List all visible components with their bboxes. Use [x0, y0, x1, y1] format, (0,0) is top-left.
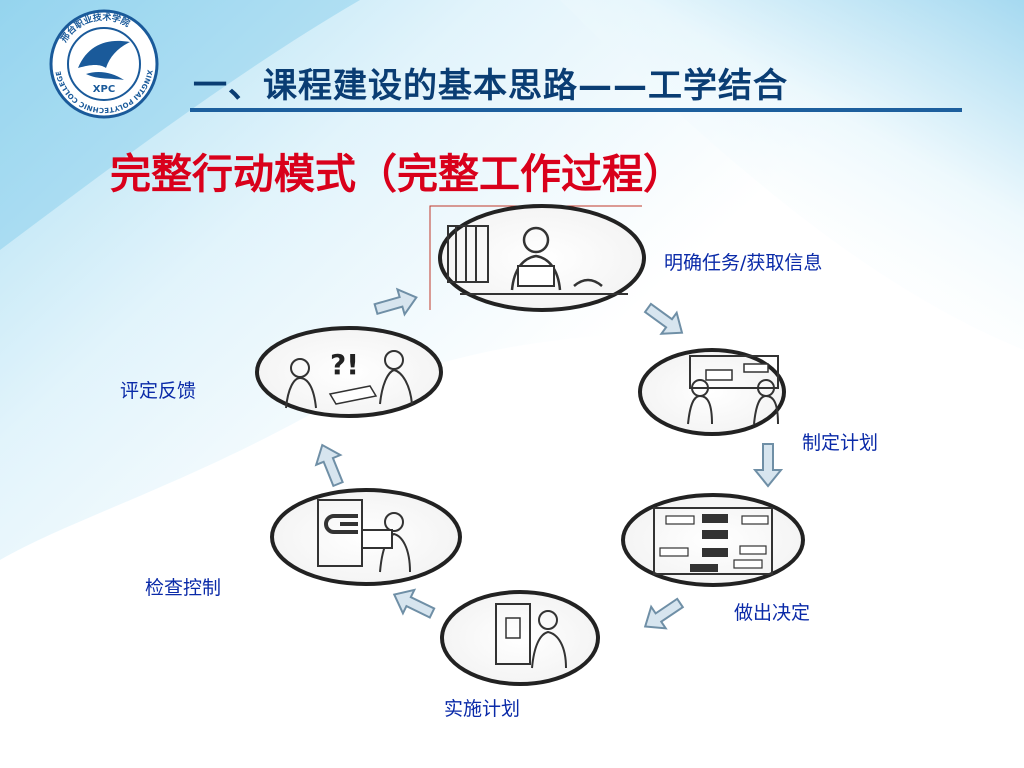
page-subtitle: 完整行动模式（完整工作过程）: [110, 150, 684, 198]
step-label-evaluate: 评定反馈: [120, 380, 197, 402]
step-illustration-check: [270, 488, 462, 586]
step-illustration-evaluate: ?!: [255, 326, 443, 418]
logo-monogram: XPC: [93, 84, 115, 95]
arrow-evaluate-to-inform: [373, 287, 418, 317]
step-illustration-decide: [621, 493, 805, 587]
step-label-check: 检查控制: [145, 577, 222, 599]
arrow-implement-to-check: [392, 588, 436, 619]
svg-text:?!: ?!: [330, 348, 359, 381]
step-label-implement: 实施计划: [444, 698, 521, 720]
page-title: 一、课程建设的基本思路——工学结合: [193, 66, 788, 106]
step-label-plan: 制定计划: [802, 432, 879, 454]
arrow-inform-to-plan: [643, 302, 684, 335]
step-label-decide: 做出决定: [734, 602, 811, 624]
step-illustration-plan: [638, 348, 786, 436]
step-illustration-inform: [438, 204, 646, 312]
arrow-check-to-evaluate: [314, 443, 344, 488]
frame-line: [429, 205, 642, 310]
title-underline: [190, 108, 962, 112]
step-label-inform: 明确任务/获取信息: [664, 252, 823, 274]
college-logo: XPC XINGTAI POLYTECHNIC COLLEGE 邢台职业技术学院: [49, 9, 159, 119]
step-illustration-implement: [440, 590, 600, 686]
arrow-decide-to-implement: [643, 597, 685, 630]
arrow-plan-to-decide: [752, 443, 784, 488]
